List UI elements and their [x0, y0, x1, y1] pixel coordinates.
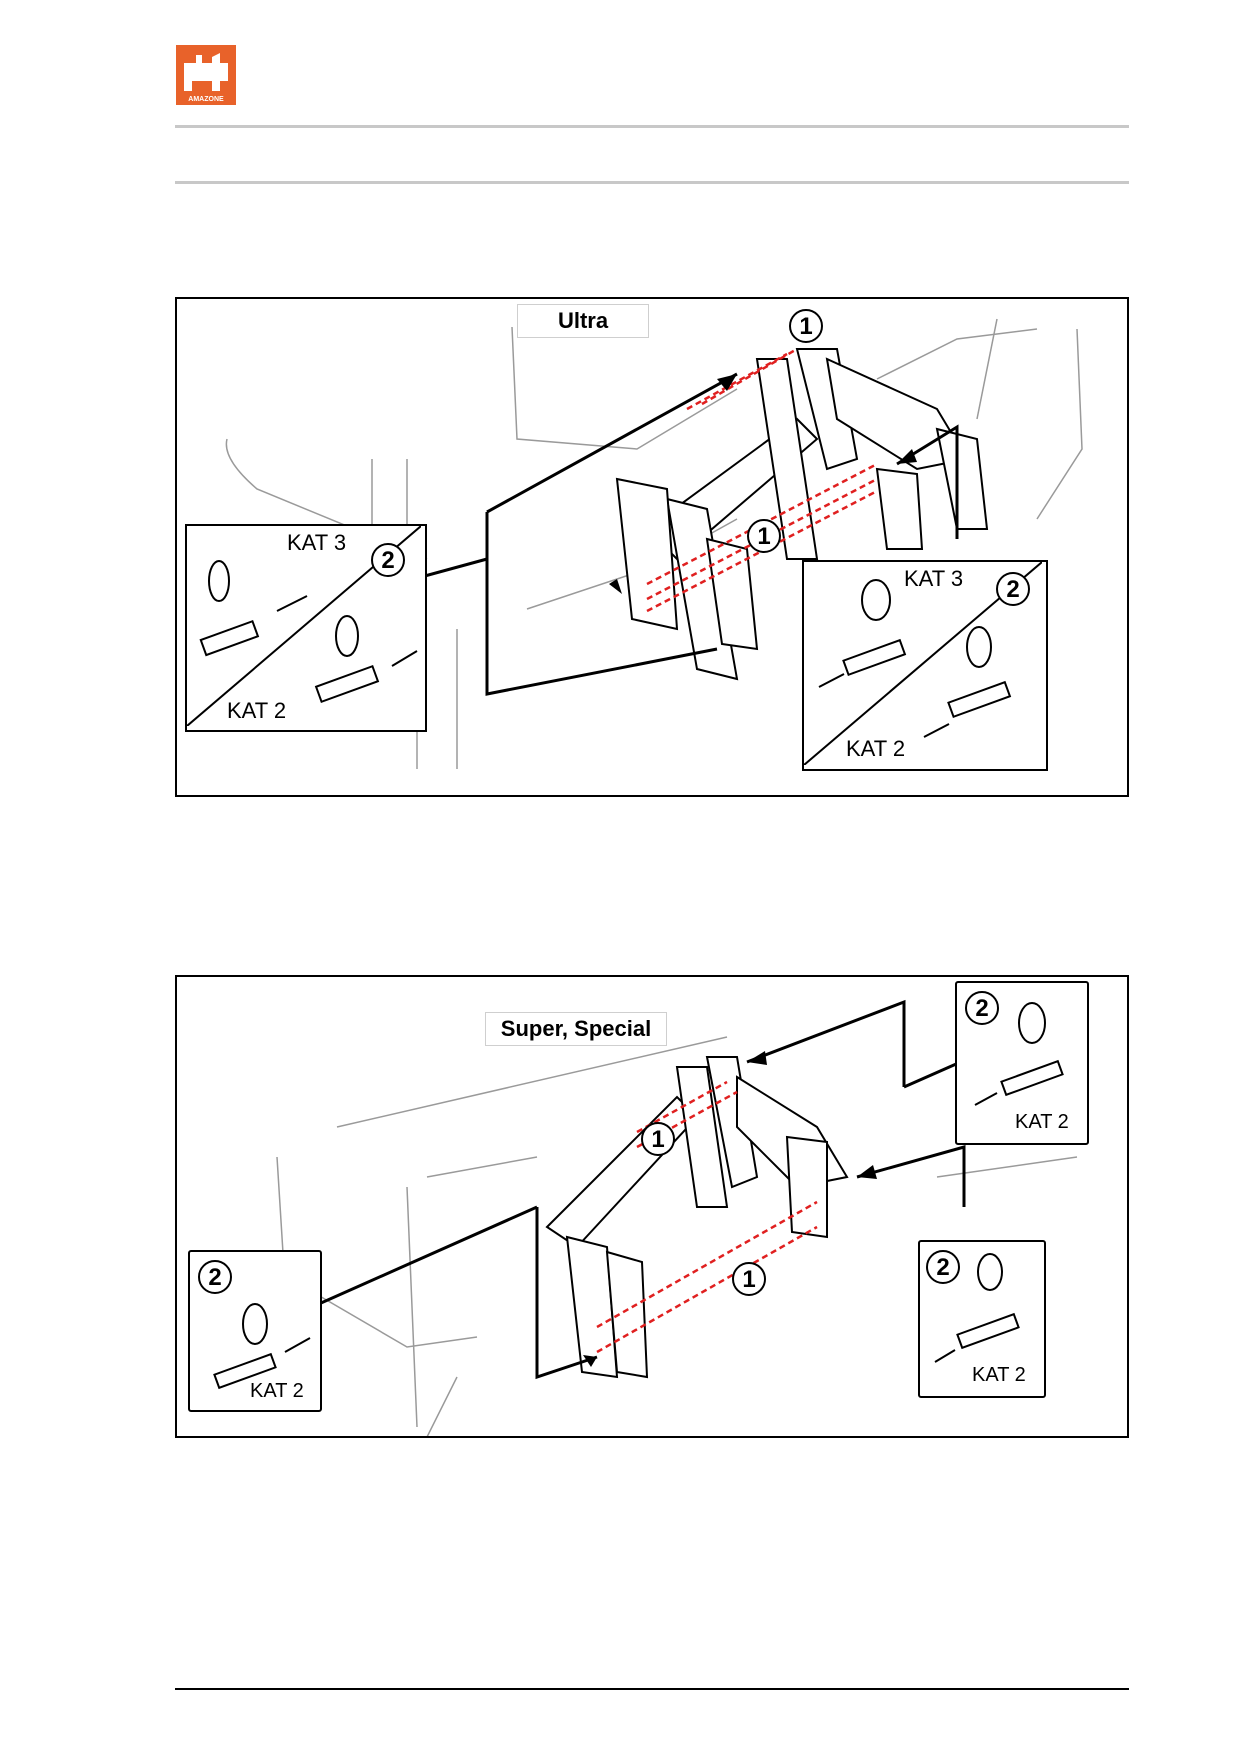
callout-1-top: 1: [789, 309, 823, 343]
svg-text:2: 2: [381, 547, 394, 574]
svg-text:1: 1: [799, 313, 812, 340]
kat2-label-super-left: KAT 2: [250, 1380, 304, 1402]
ultra-right-inset: 2 KAT 3 KAT 2: [802, 560, 1048, 771]
svg-text:1: 1: [742, 1266, 755, 1293]
leader-lines-2: [311, 999, 973, 1380]
footer-rule: [175, 1688, 1129, 1690]
tractor-outline-2: [276, 1036, 1078, 1436]
figure-title-ultra: Ultra: [517, 304, 649, 338]
svg-text:2: 2: [208, 1264, 221, 1291]
figure-title-super-special: Super, Special: [485, 1012, 667, 1046]
svg-text:2: 2: [975, 995, 988, 1022]
header-rule-bottom: [175, 181, 1129, 184]
logo-text: AMAZONE: [188, 96, 224, 103]
super-right-top-inset: 2 KAT 2: [955, 981, 1089, 1145]
figure-ultra: Ultra 1 1 2 KAT 3 KAT 2: [175, 297, 1129, 797]
kat3-label-right: KAT 3: [904, 566, 964, 591]
super-right-bottom-inset: 2 KAT 2: [918, 1240, 1046, 1398]
callout-2-super-right-top: 2: [965, 991, 999, 1025]
super-left-inset: 2 KAT 2: [188, 1250, 322, 1412]
kat3-label-left: KAT 3: [287, 530, 347, 555]
hitch-frame-2: [545, 1056, 849, 1379]
callout-1-upper: 1: [641, 1122, 675, 1156]
header-rule-top: [175, 125, 1129, 128]
alignment-lines: [646, 347, 878, 613]
callout-1-lower: 1: [732, 1262, 766, 1296]
callout-2-right: 2: [996, 572, 1030, 606]
callout-2-left: 2: [371, 543, 405, 577]
alignment-lines-2: [596, 1080, 818, 1354]
kat2-label-super-right-top: KAT 2: [1015, 1111, 1069, 1133]
svg-text:2: 2: [1006, 576, 1019, 603]
kat2-label-left: KAT 2: [227, 698, 287, 723]
ultra-drawing: [225, 318, 1083, 769]
amazone-logo: AMAZONE: [176, 45, 236, 105]
svg-text:1: 1: [757, 523, 770, 550]
svg-text:2: 2: [936, 1254, 949, 1281]
figure-super-special: Super, Special 1 1 2 KAT 2 2 KAT 2: [175, 975, 1129, 1438]
kat2-label-right: KAT 2: [846, 736, 906, 761]
kat2-label-super-right-bottom: KAT 2: [972, 1364, 1026, 1386]
svg-text:1: 1: [651, 1126, 664, 1153]
ultra-left-inset: 2 KAT 3 KAT 2: [185, 524, 427, 732]
callout-1-middle: 1: [747, 519, 781, 553]
callout-2-super-left: 2: [198, 1260, 232, 1294]
hitch-frame: [615, 348, 989, 681]
callout-2-super-right-bottom: 2: [926, 1250, 960, 1284]
